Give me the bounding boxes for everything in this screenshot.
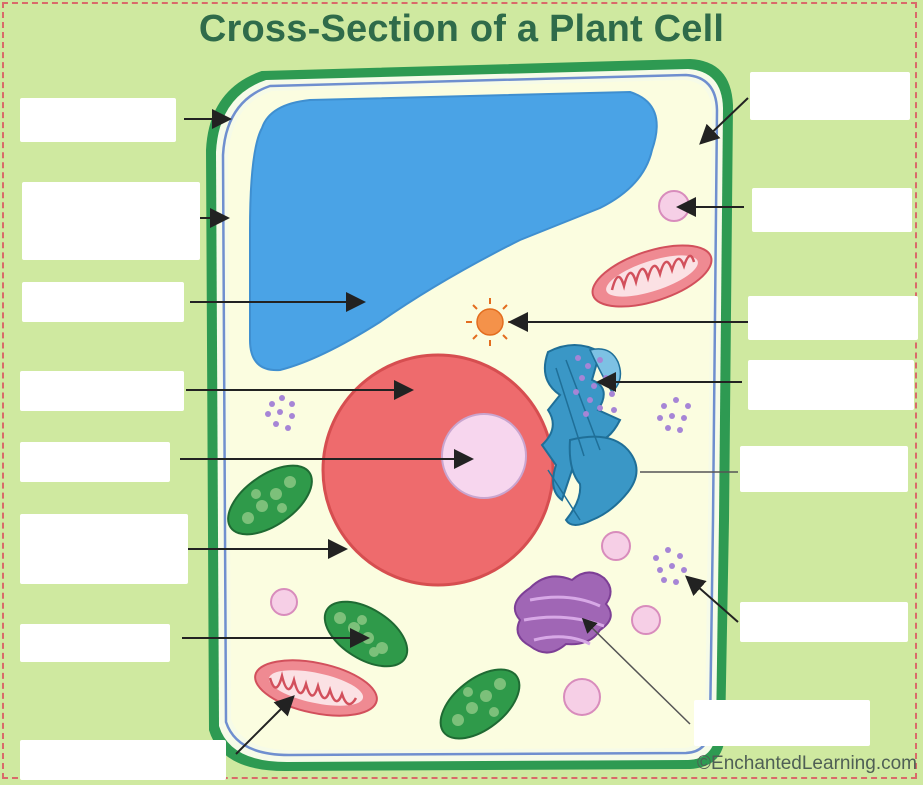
label-box-left-6[interactable] (20, 514, 188, 584)
label-box-left-1[interactable] (20, 98, 176, 142)
label-box-left-2[interactable] (22, 182, 200, 260)
copyright-credit: ©EnchantedLearning.com (697, 753, 917, 775)
label-box-left-3[interactable] (22, 282, 184, 322)
label-box-right-5[interactable] (740, 446, 908, 492)
label-box-right-2[interactable] (752, 188, 912, 232)
label-box-left-4[interactable] (20, 371, 184, 411)
nucleolus (442, 414, 526, 498)
label-box-left-5[interactable] (20, 442, 170, 482)
diagram-title: Cross-Section of a Plant Cell (0, 8, 923, 51)
label-box-left-8[interactable] (20, 740, 226, 780)
label-box-right-1[interactable] (750, 72, 910, 120)
label-box-right-6[interactable] (740, 602, 908, 642)
label-box-left-7[interactable] (20, 624, 170, 662)
label-box-right-7[interactable] (694, 700, 870, 746)
label-box-right-3[interactable] (748, 296, 918, 340)
label-box-right-4[interactable] (748, 360, 914, 410)
